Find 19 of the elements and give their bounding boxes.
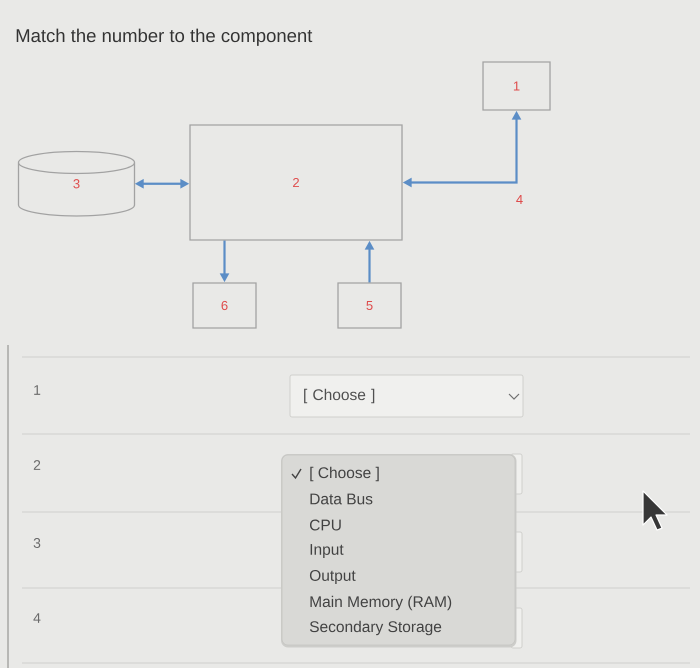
menu-item: Input <box>310 544 344 558</box>
title: Match the number to the component <box>16 28 312 46</box>
menu-item: Main Memory (RAM) <box>310 596 452 610</box>
row-number: 3 <box>34 538 40 548</box>
component-box: 6 <box>192 282 257 329</box>
menu-item: Data Bus <box>310 494 372 504</box>
component-box: 5 <box>337 282 402 329</box>
component-box: 2 <box>189 124 403 241</box>
select-field: [ Choose ] <box>290 374 524 418</box>
row-number: 4 <box>33 613 40 623</box>
row-number: 1 <box>34 385 40 395</box>
menu-item: Output <box>310 570 356 584</box>
menu-item: [ Choose ] <box>310 466 379 482</box>
menu-item: Secondary Storage <box>310 620 442 636</box>
cylinder: 3 <box>18 150 136 217</box>
component-box: 1 <box>482 61 551 111</box>
row-number: 2 <box>34 460 40 470</box>
menu-item: CPU <box>310 520 341 530</box>
edge-label: 4 <box>514 194 525 206</box>
